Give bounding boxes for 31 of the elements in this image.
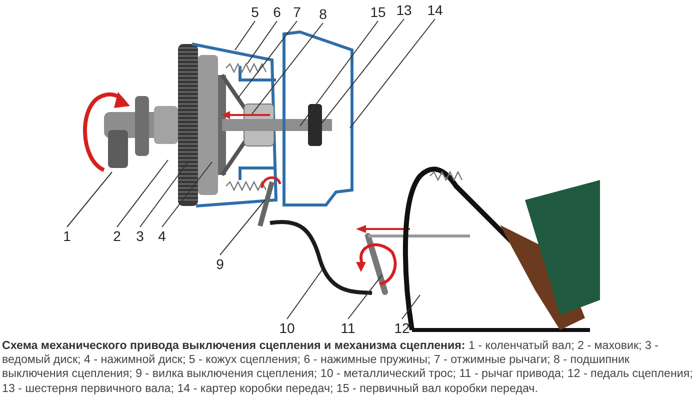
leader-line [402, 294, 420, 320]
callout-number: 3 [130, 228, 150, 244]
callout-number: 7 [287, 4, 307, 20]
leader-line [246, 20, 278, 64]
callout-number: 13 [394, 2, 414, 18]
leader-line [66, 172, 112, 228]
callout-number: 8 [313, 6, 333, 22]
caption: Схема механического привода выключения сцепления и механизма сцепления: 1 - коленчатый вал; 2 - маховик; 3 - ведомый диск; 4 - нажимной диск; 5 - кожух сцепления; 6 - нажимные пружины; 7 - отжимные рычаги; 8 - подшипник выключения сцепления; 9 - вилка выключения сцепления; 10 - металлический трос; 11 - рычаг привода; 12 - педаль сцепления; 13 - шестерня первичного вала; 14 - картер коробки передач; 15 - первичный вал коробки передач. [2, 339, 694, 396]
callout-number: 12 [392, 320, 412, 336]
leader-line [348, 274, 382, 320]
callout-number: 2 [107, 228, 127, 244]
callout-number: 11 [338, 320, 358, 336]
leader-line [220, 200, 266, 256]
callout-number: 6 [267, 4, 287, 20]
callout-number: 15 [368, 4, 388, 20]
leader-line [238, 20, 298, 98]
callout-number: 5 [245, 4, 265, 20]
callout-number: 1 [57, 228, 77, 244]
callout-number: 4 [152, 228, 172, 244]
callout-number: 10 [277, 320, 297, 336]
leader-line [318, 18, 404, 128]
leader-line [286, 270, 322, 320]
leader-line [116, 160, 168, 228]
leader-line [252, 22, 324, 114]
leader-line [162, 162, 212, 228]
leader-line [300, 20, 378, 126]
callout-number: 9 [210, 256, 230, 272]
leader-line [140, 162, 188, 228]
leader-line [350, 18, 436, 128]
callout-number: 14 [425, 2, 445, 18]
leader-line [234, 20, 256, 50]
